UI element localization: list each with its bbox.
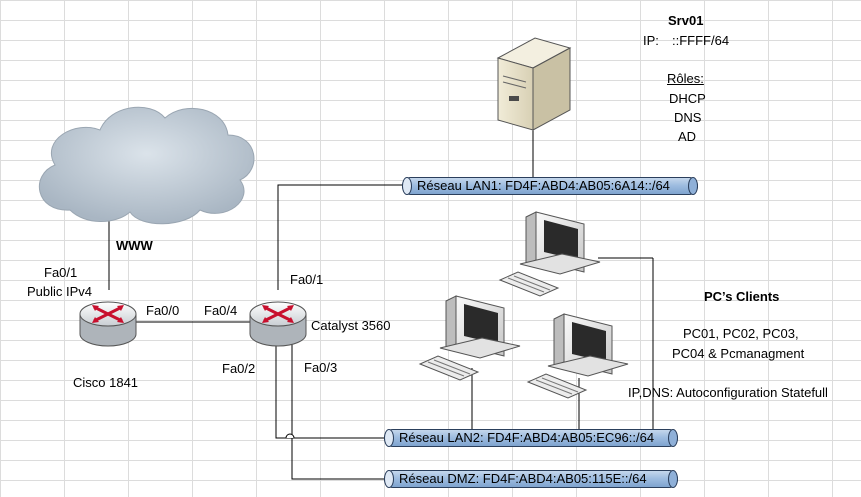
- link-switch-lan1: [277, 184, 402, 290]
- segment-cap: [668, 470, 678, 488]
- lan1-label: Réseau LAN1: FD4F:ABD4:AB05:6A14::/64: [417, 178, 670, 193]
- link-switch-dmz: [291, 344, 384, 480]
- router-icon: [79, 301, 137, 347]
- router-port-lan: Fa0/0: [146, 303, 180, 318]
- lan1-segment: Réseau LAN1: FD4F:ABD4:AB05:6A14::/64: [402, 177, 698, 195]
- cloud-label: WWW: [116, 238, 153, 253]
- server-role: DHCP: [669, 91, 706, 106]
- router-wan-note: Public IPv4: [27, 284, 93, 299]
- router-name: Cisco 1841: [73, 375, 139, 390]
- segment-cap: [402, 177, 412, 195]
- clients-config: IP,DNS: Autoconfiguration Statefull: [628, 385, 828, 400]
- link-switch-lan2: [275, 344, 384, 439]
- switch-port-dmz: Fa0/3: [304, 360, 338, 375]
- server-role: DNS: [674, 110, 702, 125]
- server-icon: [496, 37, 572, 131]
- switch-port-lan1: Fa0/1: [290, 272, 324, 287]
- dmz-label: Réseau DMZ: FD4F:ABD4:AB05:115E::/64: [399, 471, 647, 486]
- internet-cloud-icon: [38, 106, 255, 225]
- switch-port-uplink: Fa0/4: [204, 303, 238, 318]
- server-roles-title: Rôles:: [667, 71, 704, 86]
- server-name: Srv01: [668, 13, 704, 28]
- server-ip-value: ::FFFF/64: [672, 33, 730, 48]
- line-hop: [285, 433, 295, 439]
- server-ip-label: IP:: [643, 33, 659, 48]
- clients-line1: PC01, PC02, PC03,: [683, 326, 799, 341]
- lan2-label: Réseau LAN2: FD4F:ABD4:AB05:EC96::/64: [399, 430, 655, 445]
- pc-icon: [498, 211, 601, 297]
- switch-port-lan2: Fa0/2: [222, 361, 256, 376]
- pc-icon: [526, 313, 629, 399]
- switch-icon: [249, 301, 307, 347]
- lan2-segment: Réseau LAN2: FD4F:ABD4:AB05:EC96::/64: [384, 429, 678, 447]
- router-port-wan: Fa0/1: [44, 265, 78, 280]
- clients-line2: PC04 & Pcmanagment: [672, 346, 805, 361]
- segment-cap: [688, 177, 698, 195]
- server-role: AD: [678, 129, 697, 144]
- links: [108, 128, 654, 480]
- segment-cap: [668, 429, 678, 447]
- switch-name: Catalyst 3560: [311, 318, 391, 333]
- pc-icon: [418, 295, 521, 381]
- segment-cap: [384, 470, 394, 488]
- dmz-segment: Réseau DMZ: FD4F:ABD4:AB05:115E::/64: [384, 470, 678, 488]
- clients-title: PC’s Clients: [704, 289, 780, 304]
- segment-cap: [384, 429, 394, 447]
